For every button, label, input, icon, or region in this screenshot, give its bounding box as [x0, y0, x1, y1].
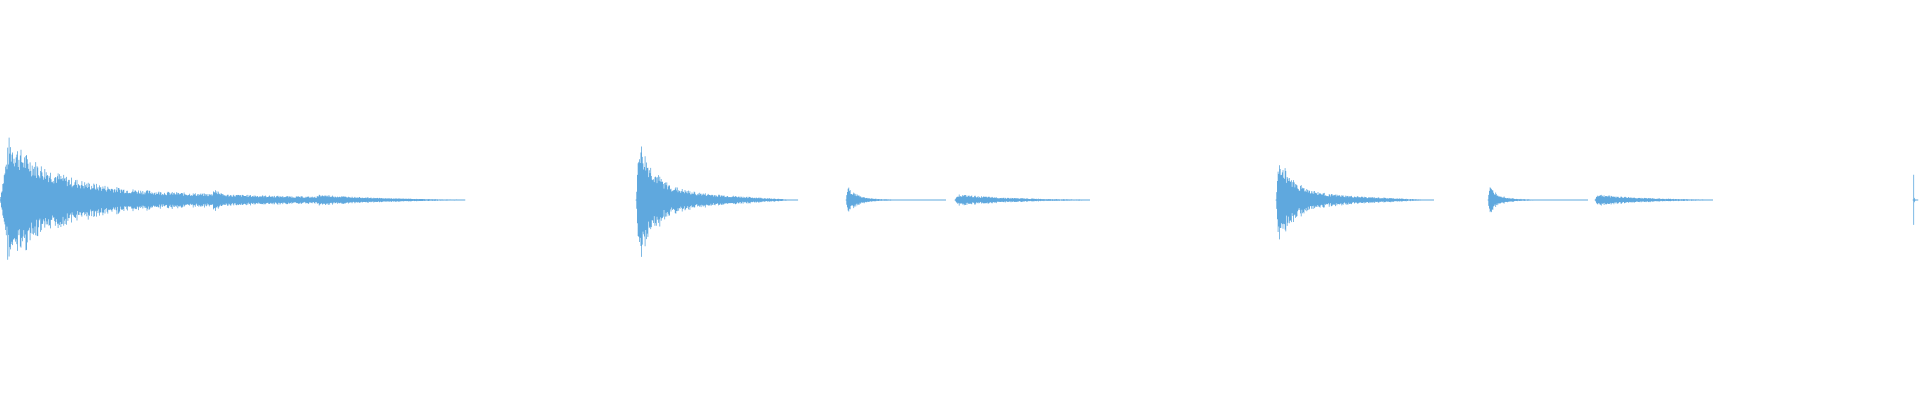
waveform-clip-hit-2b — [845, 187, 946, 212]
waveform-clip-hit-3c — [1594, 194, 1713, 206]
waveform-clip-hit-1b — [211, 190, 312, 211]
waveform-clip-hit-2a — [635, 146, 799, 257]
waveform-clip-hit-3b — [1487, 187, 1588, 213]
waveform-clips — [0, 137, 1919, 260]
waveform-clip-hit-3a — [1275, 165, 1434, 240]
waveform-clip-hit-2c — [954, 194, 1090, 206]
waveform-path — [1275, 165, 1434, 240]
waveform-clip-hit-1c — [314, 194, 466, 206]
waveform-clip-hit-4a — [1912, 174, 1919, 225]
waveform-path — [635, 146, 799, 257]
